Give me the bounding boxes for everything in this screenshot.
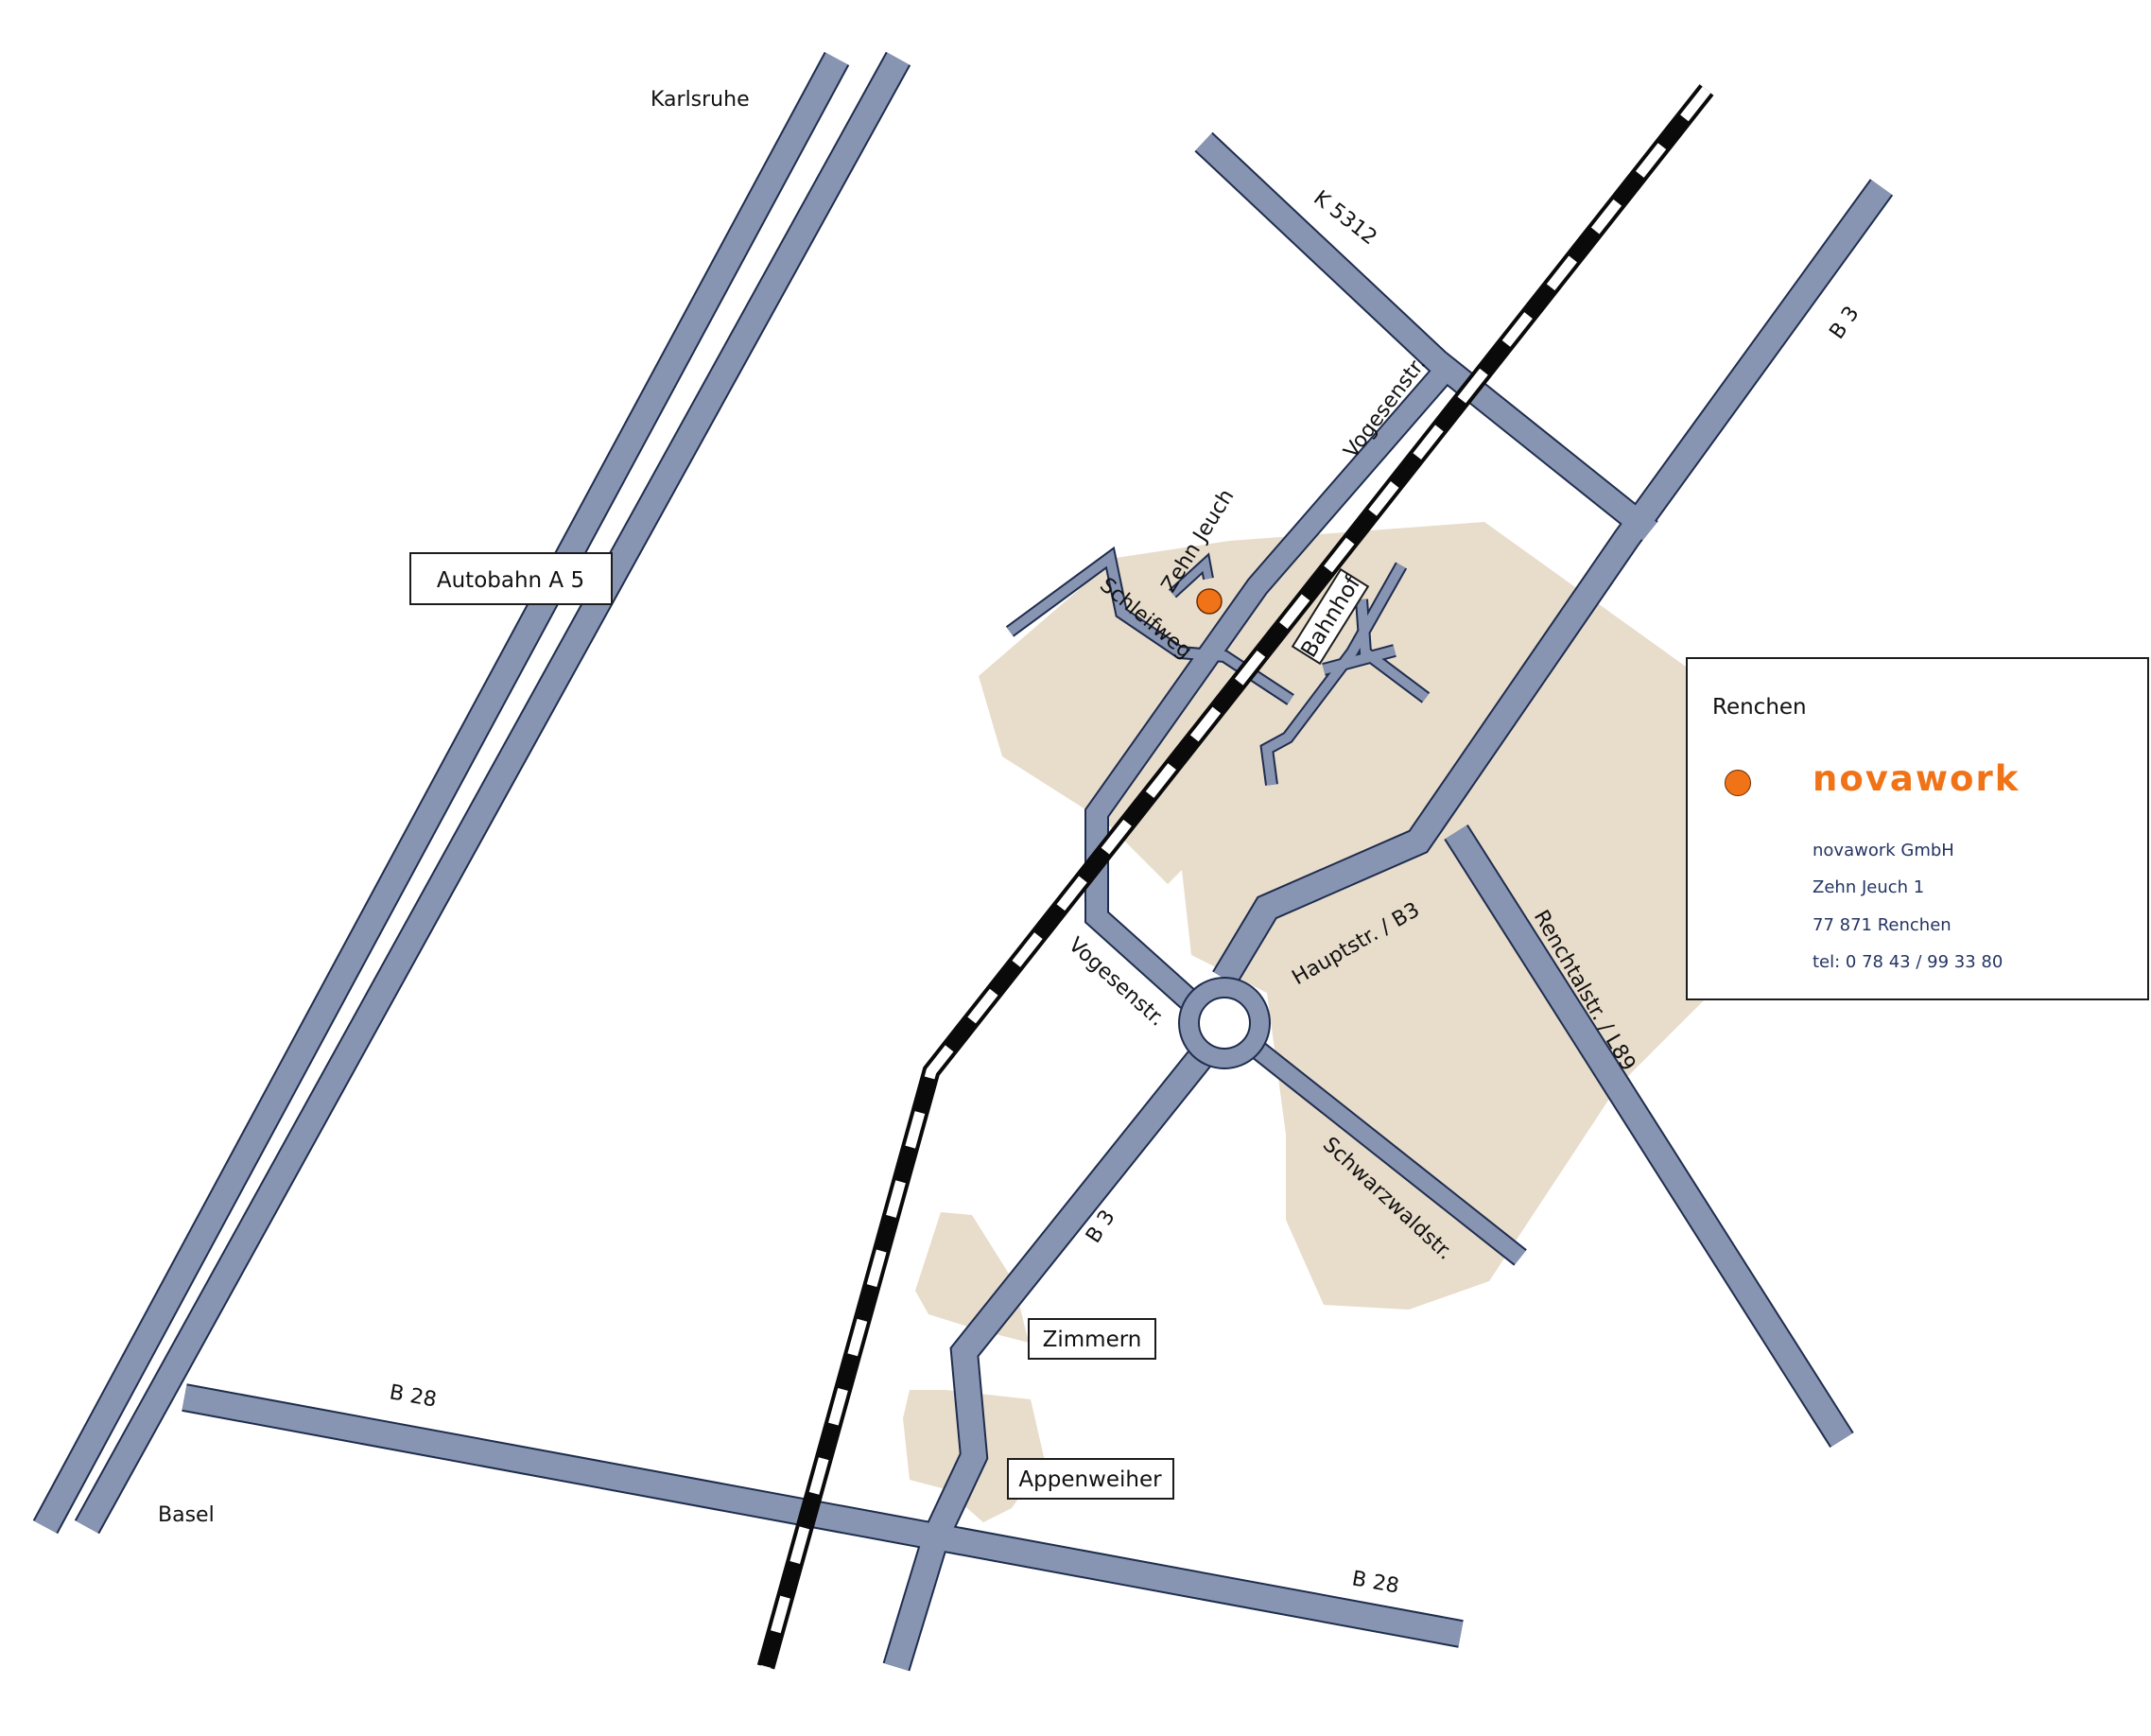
- company-location-marker[interactable]: [1196, 588, 1223, 615]
- label-box-appenweiher: Appenweiher: [1007, 1458, 1174, 1500]
- company-street: Zehn Jeuch 1: [1813, 877, 1925, 897]
- road-b3-main: [1213, 180, 1892, 985]
- railway-line: [756, 84, 1714, 1670]
- company-name: novawork GmbH: [1813, 841, 1954, 860]
- road-a5-west: [34, 52, 848, 1534]
- road-vogesenstr-north: [1086, 361, 1455, 1009]
- road-bahnhof-spur: [1357, 599, 1429, 702]
- location-dot-icon: [1725, 770, 1751, 796]
- company-phone[interactable]: tel: 0 78 43 / 99 33 80: [1813, 952, 2004, 972]
- legend-title: Renchen: [1712, 695, 1807, 720]
- road-renchtalstr: [1446, 825, 1852, 1447]
- place-label-karlsruhe: Karlsruhe: [651, 88, 750, 112]
- label-box-zimmern: Zimmern: [1028, 1318, 1156, 1360]
- label-box-autobahn: Autobahn A 5: [409, 552, 613, 605]
- brand-logo: novawork: [1813, 758, 2021, 799]
- place-label-basel: Basel: [158, 1503, 215, 1527]
- roundabout: [1178, 977, 1271, 1069]
- road-label-b3-north: B 3: [1825, 303, 1864, 344]
- road-a5-east: [76, 52, 910, 1534]
- road-bahnhof-side: [1322, 646, 1396, 674]
- legend-panel: Renchen novawork novawork GmbH Zehn Jeuc…: [1686, 657, 2149, 1000]
- road-b28: [182, 1385, 1464, 1646]
- autobahn-label: Autobahn A 5: [437, 568, 584, 593]
- road-schwarzwaldstr: [1252, 1042, 1526, 1265]
- company-city: 77 871 Renchen: [1813, 915, 1952, 935]
- road-schleifweg: [1007, 549, 1293, 704]
- road-label-b28-east: B 28: [1350, 1567, 1401, 1598]
- road-label-b28-west: B 28: [388, 1380, 439, 1412]
- road-bahnhof-access: [1261, 563, 1406, 786]
- zimmern-label: Zimmern: [1043, 1328, 1142, 1352]
- road-k5312: [1195, 133, 1657, 541]
- road-network: [32, 51, 1894, 1672]
- appenweiher-label: Appenweiher: [1018, 1467, 1162, 1492]
- road-zehn-jeuch: [1170, 556, 1212, 597]
- road-b3-south: [884, 1049, 1211, 1671]
